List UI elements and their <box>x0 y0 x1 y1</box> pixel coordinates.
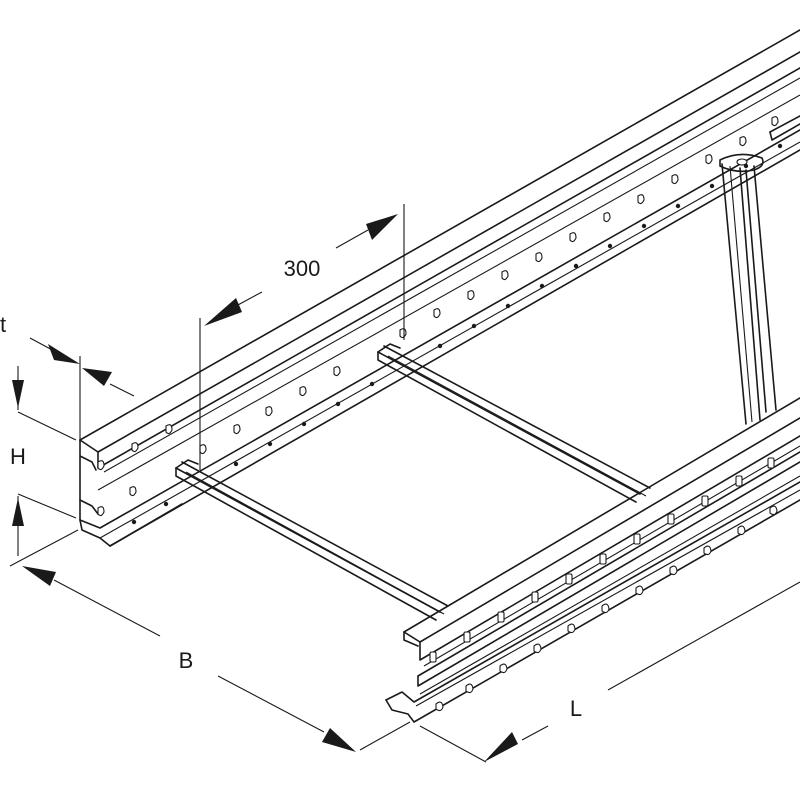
left-rail-slots-lower <box>97 143 783 525</box>
dimension-300-label: 300 <box>284 256 321 281</box>
rung-middle <box>377 343 651 503</box>
rung-front <box>175 459 449 621</box>
dimension-t-label: t <box>0 312 6 337</box>
right-rail-slots-lower <box>435 505 778 712</box>
diagonal-brace <box>719 115 800 425</box>
left-side-rail <box>79 29 800 547</box>
dimension-b-label: B <box>179 648 194 673</box>
dimension-b <box>9 529 411 752</box>
right-rail-slots-upper <box>429 457 775 663</box>
dimension-h-label: H <box>10 444 26 469</box>
dimension-t <box>29 337 135 440</box>
right-side-rail <box>385 397 800 723</box>
dimension-l <box>419 581 800 763</box>
dimension-h <box>12 366 77 556</box>
dimension-l-label: L <box>570 696 582 721</box>
dimension-300 <box>199 204 405 470</box>
